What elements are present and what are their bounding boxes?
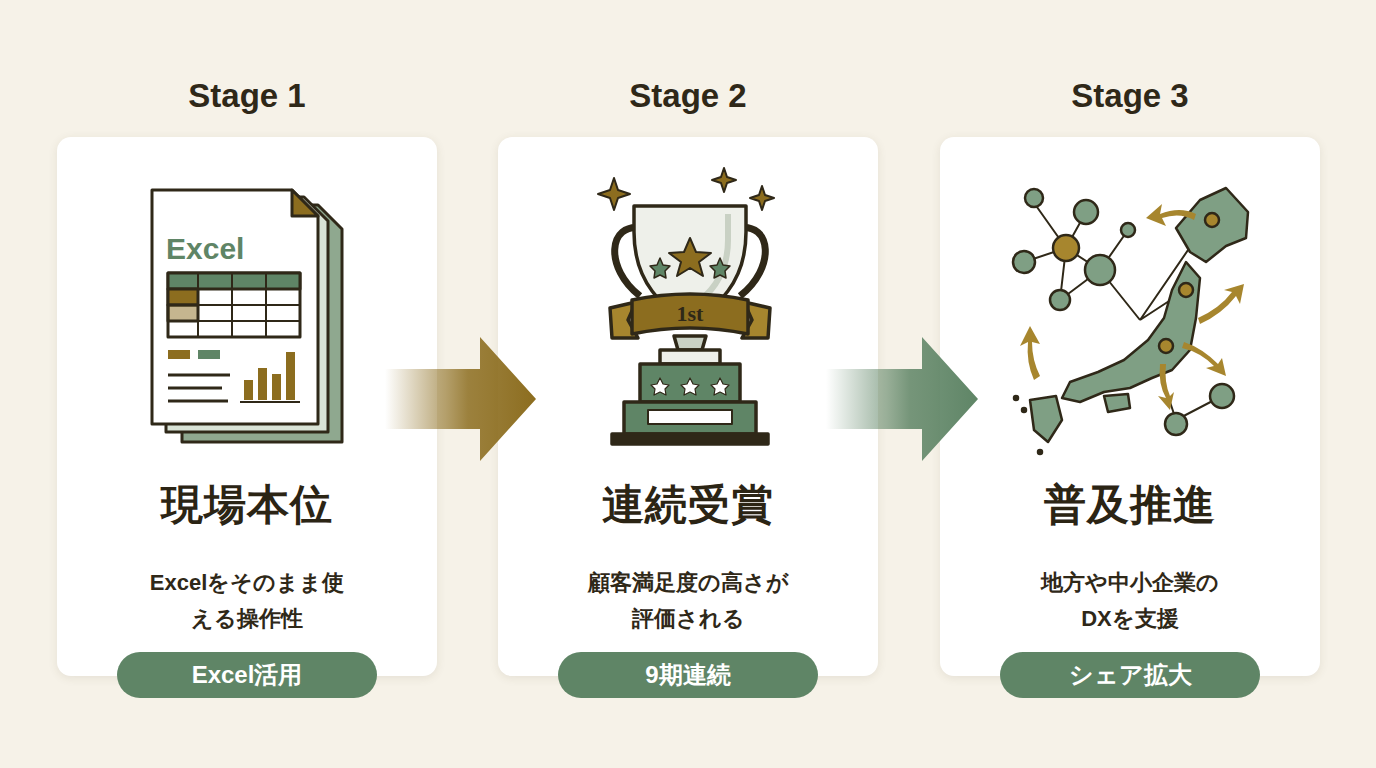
stage-card: Stage 3普及推進地方や中小企業のDXを支援シェア拡大 xyxy=(940,137,1320,676)
badge-text: 9期連続 xyxy=(558,652,818,698)
badge-text: シェア拡大 xyxy=(1000,652,1260,698)
japan-network-icon xyxy=(1013,188,1248,454)
trophy-icon xyxy=(598,168,774,444)
stage-heading: Stage 3 xyxy=(940,77,1320,115)
stage-description: Excelをそのまま使える操作性 xyxy=(145,565,350,638)
badge-text: Excel活用 xyxy=(117,652,377,698)
stage-card: Stage 1現場本位Excelをそのまま使える操作性Excel活用 xyxy=(57,137,437,676)
badge-pill: 9期連続 xyxy=(558,652,818,698)
badge-pill: シェア拡大 xyxy=(1000,652,1260,698)
stage-heading: Stage 2 xyxy=(498,77,878,115)
excel-icon xyxy=(152,190,342,442)
stage-card: Stage 2連続受賞顧客満足度の高さが評価される9期連続 xyxy=(498,137,878,676)
ribbon-label: 1st xyxy=(677,301,704,327)
stage-description: 顧客満足度の高さが評価される xyxy=(586,565,791,638)
stage-title: 普及推進 xyxy=(940,477,1320,533)
stage-title: 連続受賞 xyxy=(498,477,878,533)
flow-arrow xyxy=(385,337,536,461)
flow-arrow xyxy=(826,337,978,461)
stage-heading: Stage 1 xyxy=(57,77,437,115)
stage-title: 現場本位 xyxy=(57,477,437,533)
badge-pill: Excel活用 xyxy=(117,652,377,698)
icon-label: Excel xyxy=(166,232,244,266)
stage-description: 地方や中小企業のDXを支援 xyxy=(1028,565,1233,638)
